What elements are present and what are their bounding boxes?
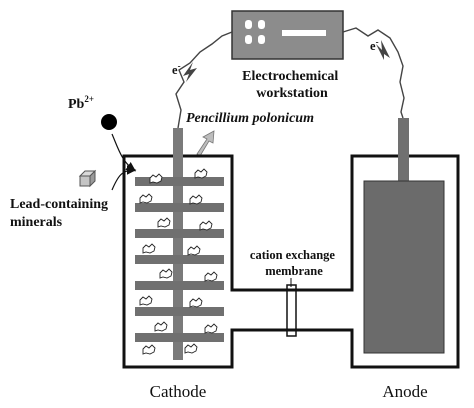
spore-11 (139, 295, 153, 306)
cathode-plate-3 (135, 229, 224, 238)
workstation-knob-2 (258, 20, 265, 29)
electron-label-right: e- (370, 37, 379, 53)
spore-9 (159, 268, 173, 279)
electron-bolt-right-icon (376, 40, 390, 60)
cathode-label: Cathode (150, 382, 207, 401)
electron-label-left: e- (172, 61, 181, 77)
organism-label: Pencillium polonicum (186, 111, 314, 126)
workstation-label: Electrochemical workstation (242, 69, 342, 101)
curve-arrow-bottom (111, 165, 137, 191)
workstation-display-bar (282, 30, 326, 36)
cell-outline (122, 154, 460, 369)
cathode-rod (173, 128, 183, 360)
workstation-knob-3 (245, 35, 252, 44)
spore-2 (194, 168, 208, 179)
spore-1 (149, 173, 163, 184)
cathode-plate-6 (135, 307, 224, 316)
spore-16 (184, 343, 198, 354)
workstation-knob-4 (258, 35, 265, 44)
workstation-knob-1 (245, 20, 252, 29)
spore-6 (199, 220, 213, 231)
spore-12 (189, 297, 203, 308)
minerals-label: Lead-containing minerals (10, 197, 112, 230)
spore-4 (189, 194, 203, 205)
cathode-plate-2 (135, 203, 224, 212)
spore-7 (142, 243, 156, 254)
mineral-cube-icon (78, 169, 97, 188)
spore-15 (142, 344, 156, 355)
membrane-label: cation exchange membrane (250, 248, 338, 278)
fungal-spores (139, 168, 218, 355)
anode-label: Anode (382, 382, 427, 401)
left-wire (175, 31, 233, 129)
spore-14 (204, 323, 218, 334)
cathode-plate-1 (135, 177, 224, 186)
pb-ion-label: Pb2+ (68, 94, 94, 112)
cation-exchange-membrane (286, 284, 297, 337)
workstation-device (231, 10, 344, 60)
cathode-electrode (135, 128, 224, 360)
anode-electrode (363, 118, 445, 354)
pb-ion-dot (101, 114, 117, 130)
cathode-plate-4 (135, 255, 224, 264)
cathode-plate-5 (135, 281, 224, 290)
anode-block (363, 180, 445, 354)
spore-10 (204, 271, 218, 282)
spore-8 (187, 245, 201, 256)
organism-arrow (196, 130, 215, 157)
spore-13 (154, 321, 168, 332)
spore-3 (139, 193, 153, 204)
spore-5 (157, 217, 171, 228)
cathode-plate-7 (135, 333, 224, 342)
right-wire (342, 27, 405, 119)
electron-bolt-left-icon (183, 62, 197, 82)
anode-rod (398, 118, 409, 184)
